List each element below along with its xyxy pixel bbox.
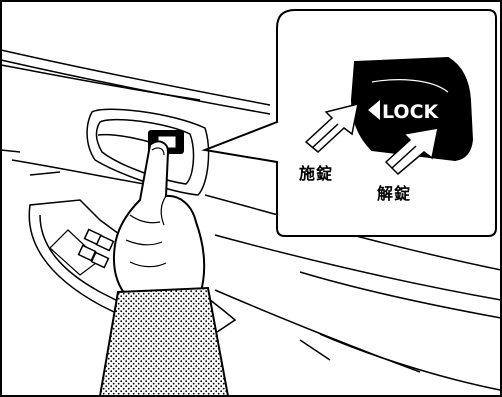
- lock-label: 施錠: [299, 164, 334, 183]
- unlock-label: 解錠: [377, 184, 412, 203]
- lock-button-text: LOCK: [382, 101, 440, 123]
- lock-push-arrow-icon: [304, 102, 359, 153]
- unlock-push-arrow-icon: [384, 127, 439, 176]
- lock-arrow-icon: [368, 100, 380, 120]
- magnified-lock-button: LOCK: [350, 56, 474, 162]
- hand: [112, 140, 206, 302]
- sleeve: [98, 286, 230, 397]
